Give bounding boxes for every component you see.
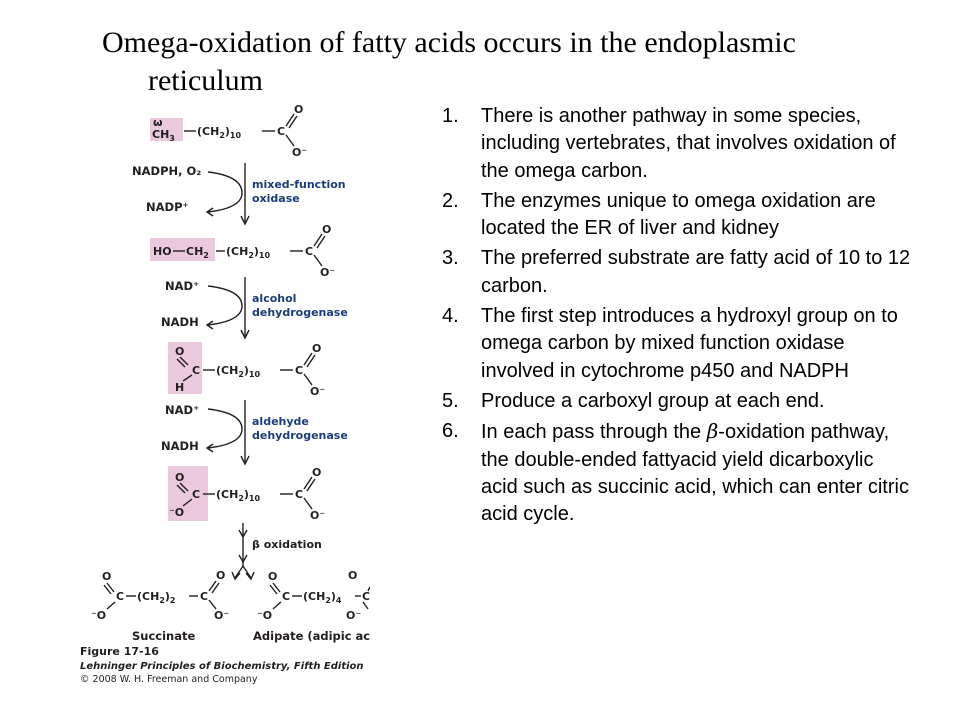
point-4: 4.The first step introduces a hydroxyl g… <box>442 305 898 382</box>
chain-label-3: (CH2)10 <box>216 364 260 379</box>
omega-highlight-2 <box>150 238 215 261</box>
svg-text:C: C <box>282 590 290 603</box>
svg-text:C: C <box>295 364 303 377</box>
beta-oxidation-label: β oxidation <box>252 538 322 551</box>
svg-text:O: O <box>348 569 357 582</box>
succinate-label: Succinate <box>132 629 195 643</box>
cofactor-nad-1: NAD⁺ <box>165 279 199 293</box>
svg-text:C: C <box>192 488 200 501</box>
svg-text:O: O <box>322 223 331 236</box>
cofactor-nadp: NADP⁺ <box>146 200 189 214</box>
molecule-lauric-acid: ω CH3 (CH2)10 C O O⁻ <box>150 103 307 159</box>
svg-text:O: O <box>294 103 303 116</box>
enzyme-aldehyde-dehydrogenase-2: dehydrogenase <box>252 429 348 442</box>
svg-text:C: C <box>192 364 200 377</box>
ch3-label: CH3 <box>152 128 175 143</box>
slide-title: Omega-oxidation of fatty acids occurs in… <box>102 24 902 100</box>
title-line-2: reticulum <box>148 64 263 97</box>
adipate-label: Adipate (adipic acid) <box>253 629 370 643</box>
svg-text:H: H <box>175 381 184 394</box>
caption-book-title: Lehninger Principles of Biochemistry, Fi… <box>80 661 364 672</box>
svg-text:⁻O: ⁻O <box>257 609 272 622</box>
svg-text:CH2: CH2 <box>186 245 209 260</box>
svg-text:(CH2)4: (CH2)4 <box>303 590 342 605</box>
svg-text:⁻O: ⁻O <box>91 609 106 622</box>
svg-text:C: C <box>362 590 370 603</box>
svg-text:O: O <box>216 569 225 582</box>
cofactor-nad-2: NAD⁺ <box>165 403 199 417</box>
caption-copyright: © 2008 W. H. Freeman and Company <box>80 674 258 685</box>
svg-text:C: C <box>200 590 208 603</box>
caption-figure-number: Figure 17-16 <box>80 645 159 658</box>
step-2-alcohol-oxidation: NAD⁺ NADH alcohol dehydrogenase <box>161 277 348 340</box>
omega-highlight-1 <box>150 118 183 141</box>
svg-text:O⁻: O⁻ <box>292 146 307 159</box>
enzyme-aldehyde-dehydrogenase-1: aldehyde <box>252 415 309 428</box>
svg-text:⁻O: ⁻O <box>169 506 184 519</box>
svg-text:O: O <box>312 466 321 479</box>
svg-text:O: O <box>312 342 321 355</box>
svg-text:C: C <box>295 488 303 501</box>
product-succinate: O C ⁻O (CH2)2 C O O⁻ Succinate <box>91 569 229 643</box>
svg-text:O⁻: O⁻ <box>320 266 335 279</box>
svg-text:O: O <box>268 570 277 583</box>
cofactor-nadph-o2: NADPH, O₂ <box>132 164 201 178</box>
svg-text:O: O <box>175 471 184 484</box>
molecule-omega-aldehyde: O C H (CH2)10 C O O⁻ <box>168 342 325 398</box>
point-6: 6.In each pass through the β-oxidation p… <box>442 419 909 526</box>
omega-highlight-4 <box>168 466 208 521</box>
cofactor-nadh-2: NADH <box>161 439 199 453</box>
figure-caption: Figure 17-16 Lehninger Principles of Bio… <box>80 645 364 685</box>
point-5: 5.Produce a carboxyl group at each end. <box>442 389 825 412</box>
point-1: 1.There is another pathway in some speci… <box>442 105 896 182</box>
svg-text:HO: HO <box>153 245 172 258</box>
svg-text:O: O <box>175 345 184 358</box>
omega-symbol: ω <box>153 116 163 129</box>
svg-text:O⁻: O⁻ <box>310 509 325 522</box>
omega-oxidation-pathway-figure: ω CH3 (CH2)10 C O O⁻ NADPH, O₂ NADP⁺ mix… <box>80 103 370 685</box>
point-3: 3.The preferred substrate are fatty acid… <box>442 247 911 297</box>
step-1-hydroxylation: NADPH, O₂ NADP⁺ mixed-function oxidase <box>132 163 346 226</box>
molecule-omega-hydroxy-acid: HO CH2 (CH2)10 C O O⁻ <box>150 223 335 279</box>
step-3-aldehyde-oxidation: NAD⁺ NADH aldehyde dehydrogenase <box>161 400 348 466</box>
cofactor-nadh-1: NADH <box>161 315 199 329</box>
svg-text:O: O <box>102 570 111 583</box>
molecule-dicarboxylic-acid: O C ⁻O (CH2)10 C O O⁻ <box>168 466 325 522</box>
enzyme-alcohol-dehydrogenase-2: dehydrogenase <box>252 306 348 319</box>
svg-text:C: C <box>277 125 285 138</box>
chain-label-2: (CH2)10 <box>226 245 270 260</box>
enzyme-mixed-function-oxidase-2: oxidase <box>252 192 300 205</box>
svg-text:C: C <box>305 245 313 258</box>
chain-label-1: (CH2)10 <box>197 125 241 140</box>
title-line-1: Omega-oxidation of fatty acids occurs in… <box>102 26 796 59</box>
svg-text:O⁻: O⁻ <box>346 609 361 622</box>
svg-text:O⁻: O⁻ <box>214 609 229 622</box>
enzyme-alcohol-dehydrogenase-1: alcohol <box>252 292 296 305</box>
chain-label-4: (CH2)10 <box>216 488 260 503</box>
svg-text:C: C <box>116 590 124 603</box>
enzyme-mixed-function-oxidase-1: mixed-function <box>252 178 346 191</box>
svg-text:(CH2)2: (CH2)2 <box>137 590 176 605</box>
beta-symbol: β <box>706 419 719 444</box>
point-2: 2.The enzymes unique to omega oxidation … <box>442 189 876 240</box>
svg-text:O⁻: O⁻ <box>310 385 325 398</box>
product-adipate: O C ⁻O (CH2)4 C O O⁻ Adipate (adipic aci… <box>253 569 370 643</box>
points-list: 1.There is another pathway in some speci… <box>442 103 912 531</box>
omega-highlight-3 <box>168 342 202 394</box>
beta-oxidation-step: β oxidation <box>231 523 322 581</box>
